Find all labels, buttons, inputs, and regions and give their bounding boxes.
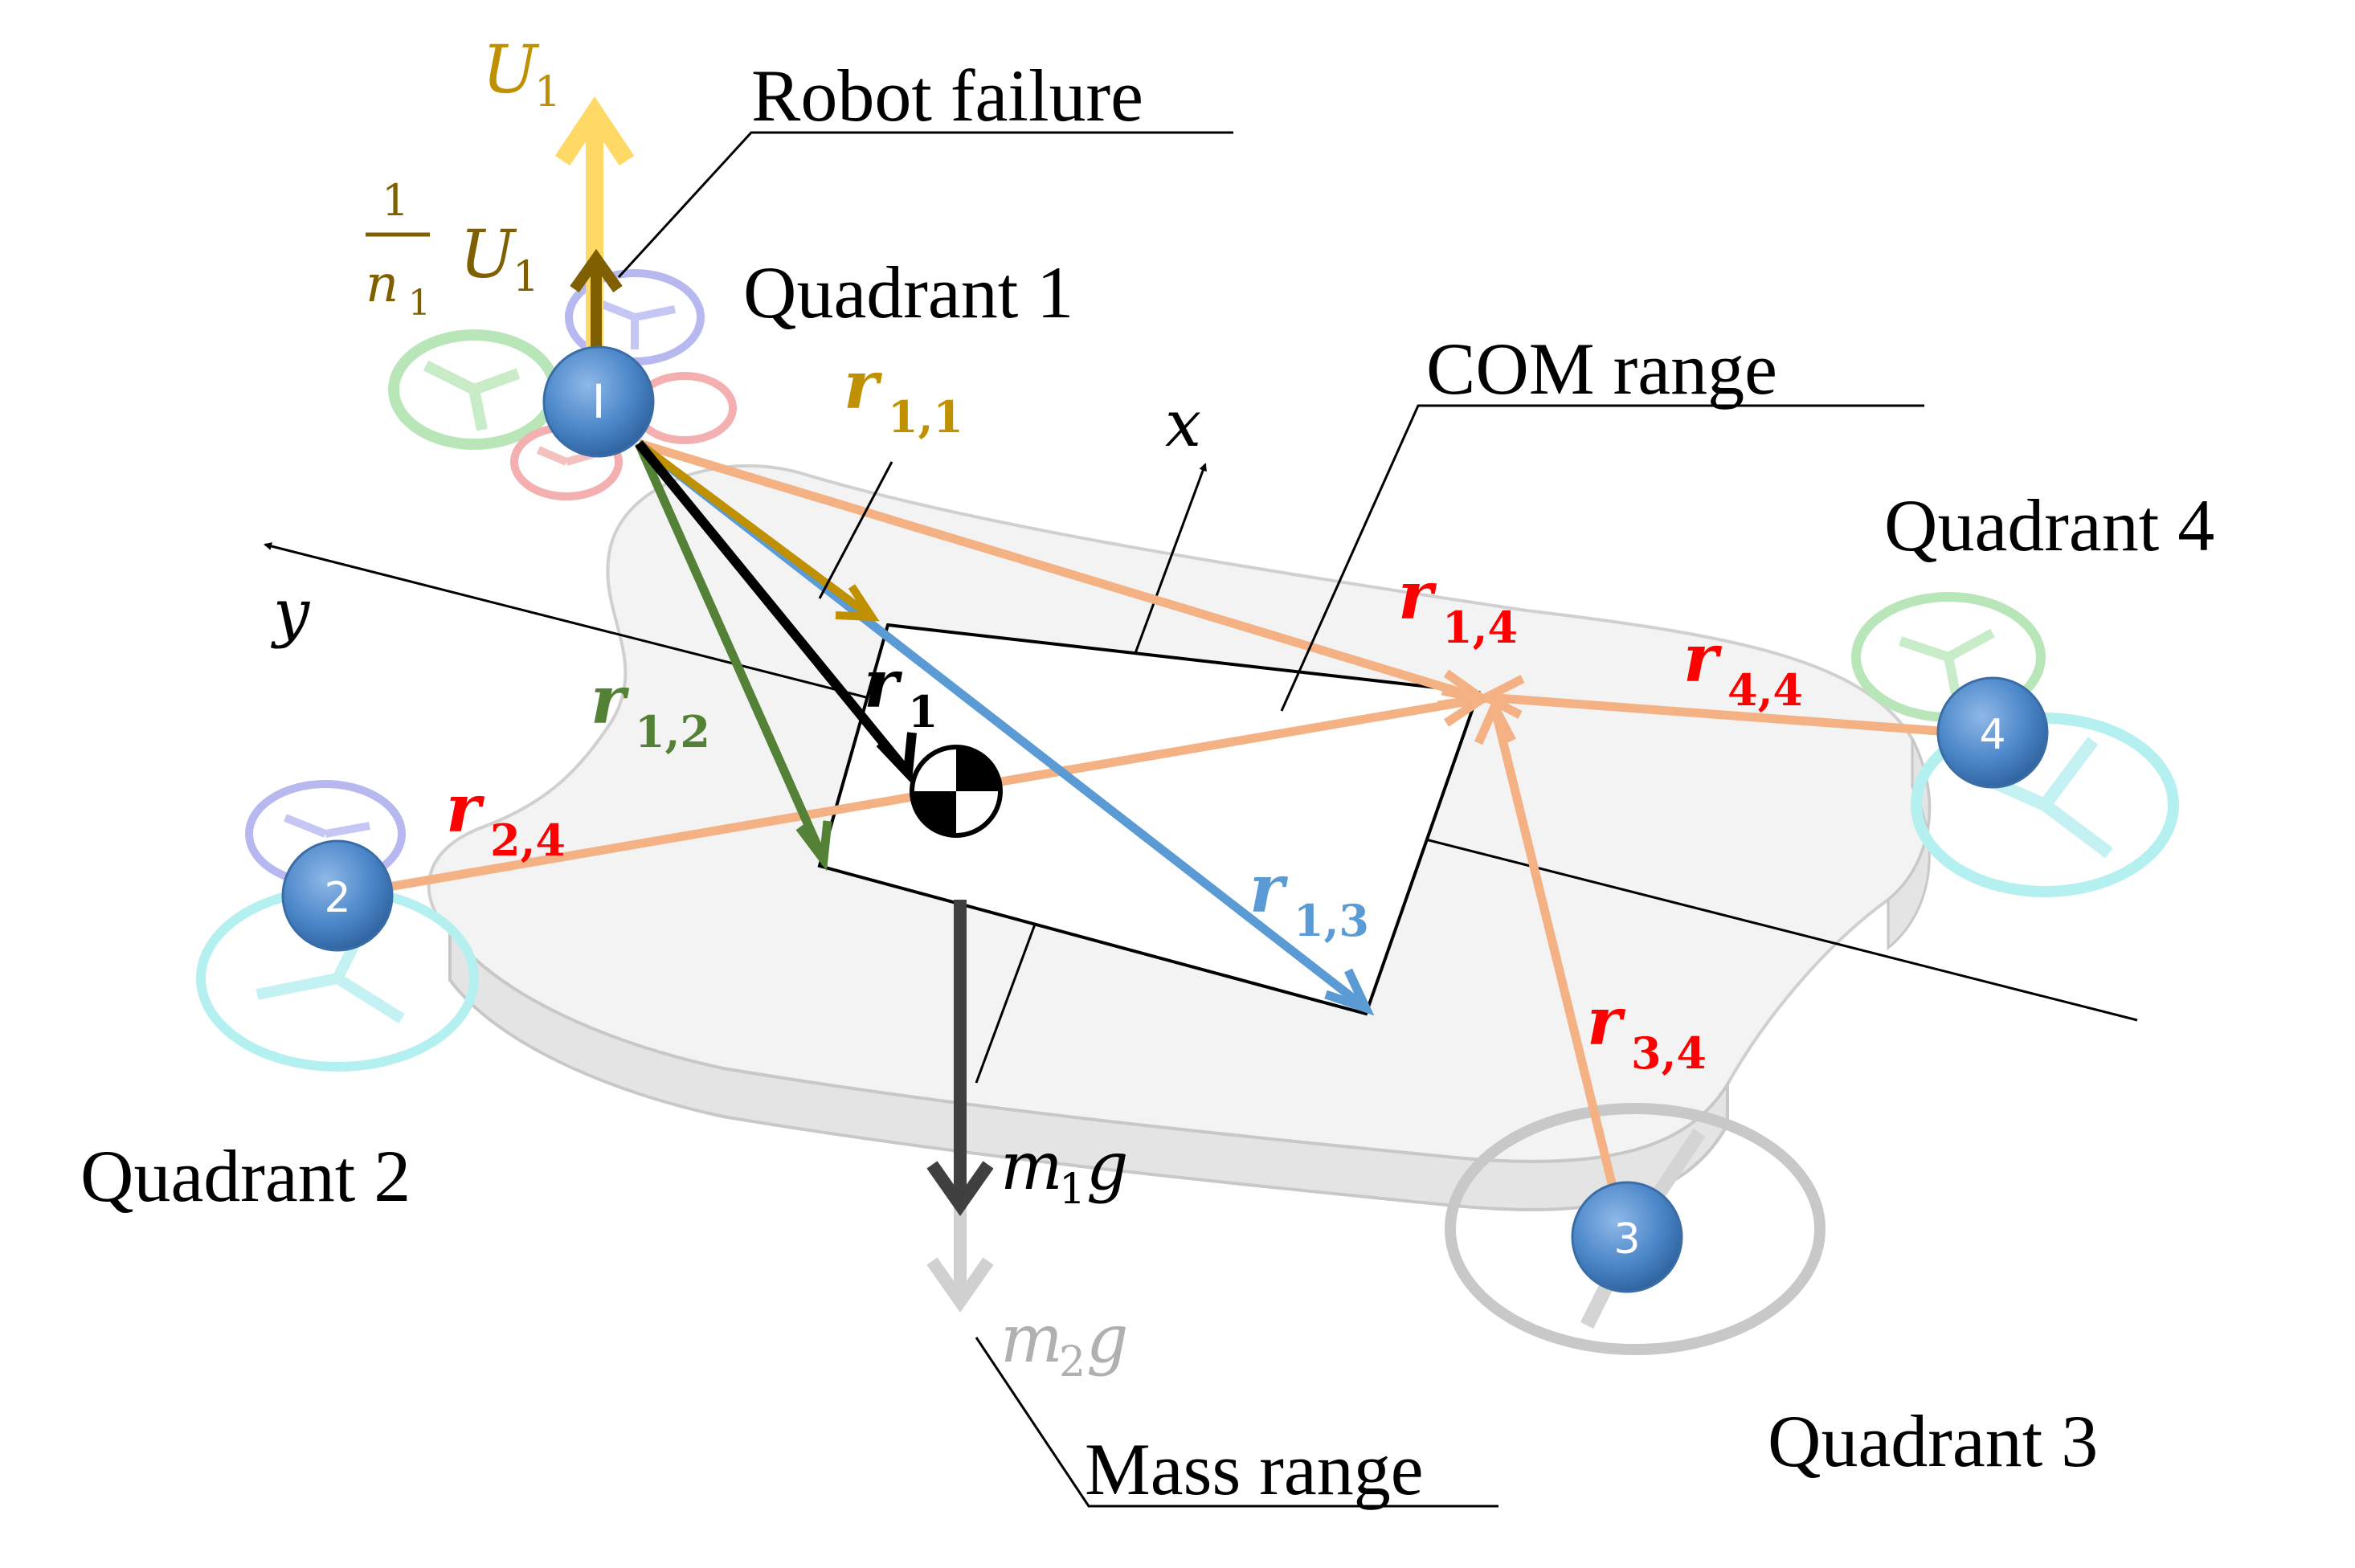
svg-text:g: g [1086,1129,1129,1205]
svg-text:m: m [1000,1129,1063,1205]
svg-text:r: r [1398,557,1437,635]
svg-text:r: r [864,646,903,723]
quadrant-2-label: Quadrant 2 [80,1135,411,1217]
r44-label: r 4,4 [1683,620,1803,716]
svg-text:3,4: 3,4 [1631,1027,1707,1079]
robot-4-id: 4 [1979,711,2005,759]
svg-text:2: 2 [1059,1338,1086,1386]
leader-mass-range [975,1337,1498,1508]
com-range-rectangle [817,623,1481,1016]
svg-text:2,4: 2,4 [490,815,566,866]
robot-4: 4 [1936,676,2049,789]
svg-text:r: r [1249,851,1289,928]
weight-m2g-label: m 2 g [1000,1301,1129,1386]
svg-text:1,3: 1,3 [1294,895,1369,946]
svg-text:r: r [1587,983,1626,1060]
weight-m1g-label: m 1 g [1000,1129,1129,1214]
svg-text:1: 1 [513,253,539,301]
vector-r12-line [634,441,832,872]
svg-text:1,1: 1,1 [888,391,963,443]
r1-label: r 1 [864,646,938,737]
svg-text:1: 1 [908,686,938,737]
svg-text:4,4: 4,4 [1727,664,1803,716]
r14-label: r 1,4 [1398,557,1518,653]
robot-2-id: 2 [324,874,350,922]
leader-robot-failure [617,131,1233,279]
center-of-mass-symbol [910,745,1003,838]
svg-text:n: n [366,255,399,314]
svg-text:1: 1 [1059,1166,1086,1214]
thrust-fraction-label: 1 n 1 U 1 [366,175,539,324]
leader-com-range [1280,404,1924,712]
svg-text:g: g [1086,1301,1129,1378]
svg-text:r: r [446,770,485,847]
weight-m1g-arrow [926,900,994,1216]
vector-r44-line [1477,675,1993,740]
vector-r34-line [1474,696,1628,1231]
robot-3-id: 3 [1613,1215,1640,1264]
robot-3: 3 [1571,1181,1683,1293]
vector-r1-line [635,440,917,784]
svg-text:r: r [591,662,630,739]
robot-failure-label: Robot failure [751,55,1143,137]
axis-y-label: y [271,575,311,650]
r11-label: r 1,1 [844,347,963,443]
leader-r11 [818,461,893,599]
svg-text:U: U [460,217,517,293]
svg-text:U: U [482,32,540,108]
svg-text:1: 1 [382,175,409,226]
robot-1: I [542,345,655,458]
com-range-label: COM range [1426,328,1777,410]
thrust-full-label: U 1 [482,32,561,116]
svg-text:1: 1 [408,283,431,324]
axis-x-label: x [1165,386,1201,461]
robot-1-id: I [591,374,605,429]
svg-text:r: r [1683,620,1723,697]
r24-label: r 2,4 [446,770,566,866]
quadrant-3-label: Quadrant 3 [1768,1400,2098,1482]
mass-range-label: Mass range [1085,1428,1424,1510]
robot-2: 2 [281,839,394,952]
r12-label: r 1,2 [591,662,710,757]
r13-label: r 1,3 [1249,851,1369,946]
svg-text:1,2: 1,2 [635,706,710,757]
quadrant-1-label: Quadrant 1 [743,251,1073,333]
quadrant-4-label: Quadrant 4 [1884,484,2214,566]
svg-text:m: m [1000,1301,1063,1378]
vector-r11-line [636,439,880,622]
svg-text:r: r [844,347,883,424]
svg-text:1: 1 [534,68,561,116]
r34-label: r 3,4 [1587,983,1707,1079]
svg-text:1,4: 1,4 [1442,602,1518,653]
